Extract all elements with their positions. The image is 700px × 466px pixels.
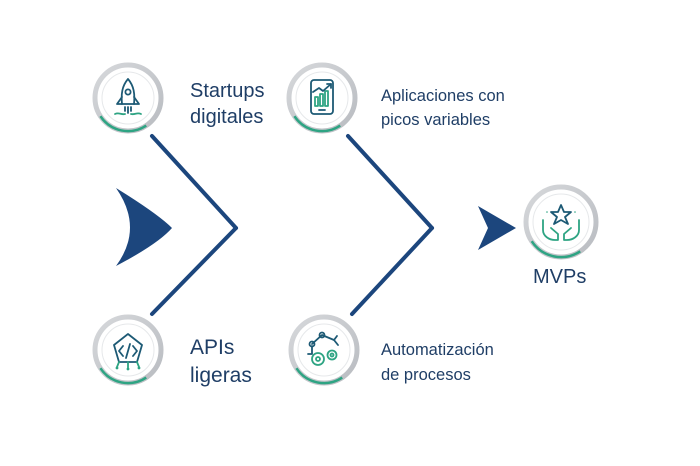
node-startups [92,62,164,134]
fish-tail [116,188,172,266]
label-line: APIs [190,336,235,359]
bone-automation [350,226,434,316]
rocket-icon [114,78,142,116]
hands-star-icon [542,204,580,241]
label-line: Aplicaciones con [381,87,505,105]
bone-startups [150,134,238,230]
node-automation [288,314,360,386]
label-line: de procesos [381,366,471,384]
label-line: picos variables [381,111,491,129]
cause-label-automation: Automatización de procesos [381,338,494,388]
cause-label-apis: APIs ligeras [190,334,252,390]
node-apps [286,62,358,134]
label-line: Automatización [381,341,494,359]
cause-label-apps: Aplicaciones con picos variables [381,84,505,132]
fishbone-bones [150,134,434,316]
label-line: MVPs [533,266,587,288]
label-line: digitales [190,106,264,128]
label-line: ligeras [190,364,252,387]
bone-apis [150,226,238,316]
effect-label: MVPs [533,264,586,290]
mobile-chart-icon [310,79,334,115]
node-apis [92,314,164,386]
fishbone-spine [116,188,516,266]
label-line: Startups [190,80,265,102]
spine-arrowhead [478,206,516,250]
node-effect-mvps [523,184,599,260]
code-chip-icon [113,333,143,371]
robot-arm-gears-icon [307,331,339,366]
bone-apps [346,134,434,230]
cause-label-startups: Startups digitales [190,78,264,130]
